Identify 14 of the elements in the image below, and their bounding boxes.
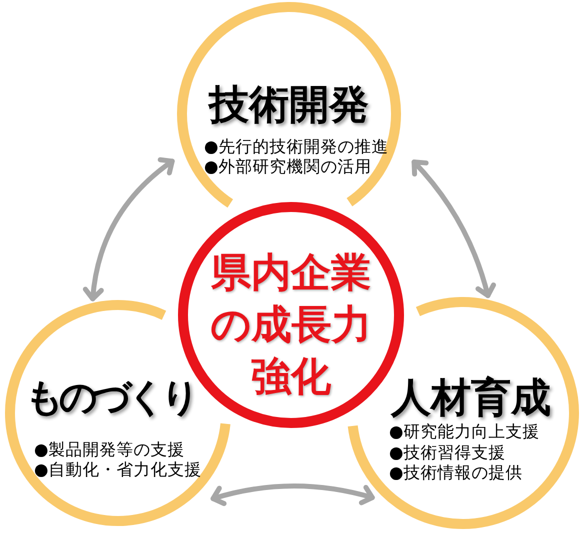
heading: ものづくり bbox=[25, 375, 195, 419]
double-arrow bbox=[83, 158, 175, 302]
double-arrow bbox=[412, 160, 496, 298]
double-arrow bbox=[210, 484, 375, 506]
list-item: ●外部研究機関の活用 bbox=[204, 157, 372, 177]
list-item: ●技術情報の提供 bbox=[389, 463, 522, 484]
list-item: ●技術習得支援 bbox=[389, 442, 506, 463]
heading: 人材育成 bbox=[391, 375, 551, 421]
list-item: ●先行的技術開発の推進 bbox=[204, 137, 388, 157]
list-item: ●研究能力向上支援 bbox=[389, 422, 540, 442]
list-item: ●製品開発等の支援 bbox=[34, 440, 184, 460]
list-item: ●自動化・省力化支援 bbox=[34, 460, 202, 479]
center-text: 県内企業の成長力強化 bbox=[210, 249, 372, 402]
heading: 技術開発 bbox=[209, 82, 369, 128]
